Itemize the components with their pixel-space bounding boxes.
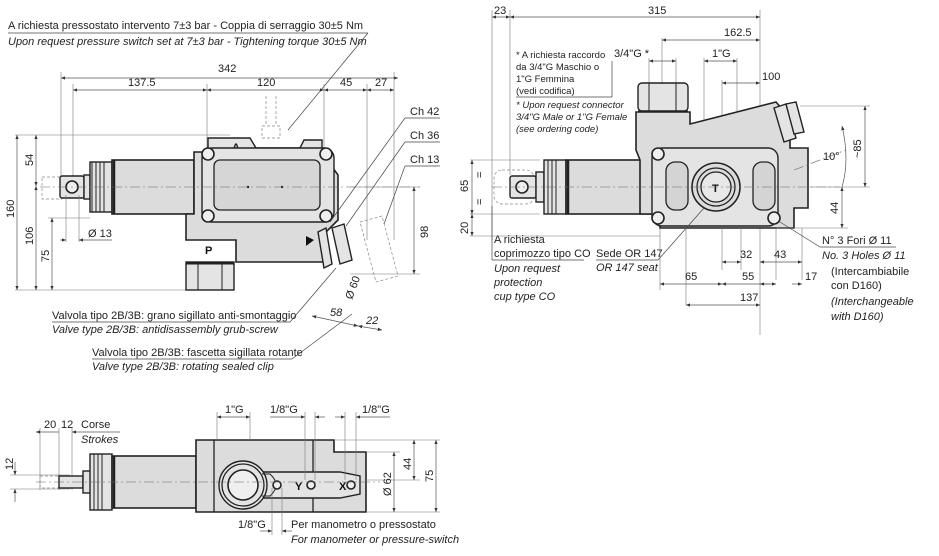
dim-dia-62: Ø 62 <box>382 472 394 496</box>
clip-note-en: Valve type 2B/3B: rotating sealed clip <box>92 361 274 373</box>
dim-43: 43 <box>774 249 786 261</box>
cup-note-en-3: cup type CO <box>494 291 556 303</box>
grub-screw-note-en: Valve type 2B/3B: antidisassembly grub-s… <box>52 324 279 336</box>
strokes-label-en: Strokes <box>81 434 119 446</box>
dim-line-22 <box>357 325 383 331</box>
dim-32: 32 <box>740 249 752 261</box>
dim-44-top: 44 <box>402 458 414 470</box>
equal-mark-2: = <box>474 199 486 205</box>
connector-note-en-3: (see ordering code) <box>516 124 598 135</box>
wrench-size-ch42: Ch 42 <box>410 106 439 118</box>
front-view: 23 315 162.5 3/4"G * 1"G 100 * A richies… <box>459 5 914 335</box>
dim-120: 120 <box>257 77 275 89</box>
port-label-t: T <box>712 183 719 195</box>
dim-55: 55 <box>742 271 754 283</box>
dim-17: 17 <box>805 271 817 283</box>
cup-note-it-2: coprimozzo tipo CO <box>494 248 591 260</box>
dim-27: 27 <box>375 77 387 89</box>
dim-45: 45 <box>340 77 352 89</box>
connector-note-en-1: * Upon request connector <box>516 100 625 111</box>
dim-58: 58 <box>330 307 343 319</box>
wrench-size-ch36: Ch 36 <box>410 130 439 142</box>
dim-dia-60: Ø 60 <box>344 275 363 302</box>
angle-arc <box>841 125 847 188</box>
dim-75-top: 75 <box>424 470 436 482</box>
dim-23: 23 <box>494 5 506 17</box>
interchange-note-it-2: con D160) <box>831 280 882 292</box>
side-view: A richiesta pressostato intervento 7±3 b… <box>5 20 440 373</box>
dim-stroke-20: 20 <box>44 419 56 431</box>
dim-20: 20 <box>459 222 471 234</box>
dim-65-vertical: 65 <box>459 180 471 192</box>
connector-note-it-4: (vedi codifica) <box>516 86 575 97</box>
connector-1-8g-bottom: 1/8"G <box>238 519 266 531</box>
manometer-note-en: For manometer or pressure-switch <box>291 534 459 546</box>
connector-note-it-2: da 3/4"G Maschio o <box>516 62 599 73</box>
equal-mark-1: = <box>474 172 486 178</box>
cup-note-it-1: A richiesta <box>494 234 546 246</box>
connector-1-8g-x: 1/8"G <box>362 404 390 416</box>
connector-1-8g-y: 1/8"G <box>270 404 298 416</box>
interchange-note-en-2: with D160) <box>831 311 884 323</box>
dim-160: 160 <box>5 200 17 218</box>
or-seat-note-en: OR 147 seat <box>596 262 659 274</box>
dim-22: 22 <box>365 315 378 327</box>
dim-rod-12: 12 <box>4 458 16 470</box>
dim-137: 137 <box>740 292 758 304</box>
dim-106: 106 <box>24 227 36 245</box>
dim-100: 100 <box>762 71 780 83</box>
connector-note-it-1: * A richiesta raccordo <box>516 50 605 61</box>
dim-342: 342 <box>218 63 236 75</box>
connector-note-en-2: 3/4"G Male or 1"G Female <box>516 112 627 123</box>
holes-note-it: N° 3 Fori Ø 11 <box>822 235 892 247</box>
top-view: 20 12 Corse Strokes 12 Y X <box>4 404 459 546</box>
port-label-p: P <box>205 245 212 257</box>
port-label-x: X <box>339 481 347 493</box>
connector-1g-top: 1"G <box>225 404 244 416</box>
dim-angle-10: 10° <box>823 151 840 163</box>
dim-stroke-12: 12 <box>61 419 73 431</box>
dim-315: 315 <box>648 5 666 17</box>
wrench-size-ch13: Ch 13 <box>410 154 439 166</box>
manometer-note-it: Per manometro o pressostato <box>291 519 436 531</box>
dim-65-horizontal: 65 <box>685 271 697 283</box>
cup-note-en-2: protection <box>493 277 542 289</box>
port-label-y: Y <box>295 481 303 493</box>
or-seat-note-it: Sede OR 147 <box>596 248 663 260</box>
clip-note-it: Valvola tipo 2B/3B: fascetta sigillata r… <box>92 347 303 359</box>
interchange-note-it-1: (Intercambiabile <box>831 266 909 278</box>
dim-75: 75 <box>40 250 52 262</box>
dim-eye-diameter: Ø 13 <box>88 228 112 240</box>
connector-3-4g: 3/4"G * <box>614 48 650 60</box>
dim-approx-85: ~85 <box>852 139 864 158</box>
dim-137-5: 137.5 <box>128 77 156 89</box>
dim-44: 44 <box>829 202 841 214</box>
dim-line-58 <box>311 315 359 327</box>
pressure-switch-leader <box>287 32 369 131</box>
dim-54: 54 <box>24 154 36 166</box>
dim-162-5: 162.5 <box>724 27 752 39</box>
strokes-label-it: Corse <box>81 419 110 431</box>
cup-note-en-1: Upon request <box>494 263 561 275</box>
interchange-note-en-1: (Interchangeable <box>831 296 914 308</box>
grub-screw-note-it: Valvola tipo 2B/3B: grano sigillato anti… <box>52 310 296 322</box>
dim-98: 98 <box>419 226 431 238</box>
pressure-switch-note-it: A richiesta pressostato intervento 7±3 b… <box>8 20 363 32</box>
holes-note-en: No. 3 Holes Ø 11 <box>822 250 906 262</box>
connector-1g: 1"G <box>712 48 731 60</box>
pressure-switch-note-en: Upon request pressure switch set at 7±3 … <box>8 36 367 48</box>
connector-note-it-3: 1"G Femmina <box>516 74 575 85</box>
